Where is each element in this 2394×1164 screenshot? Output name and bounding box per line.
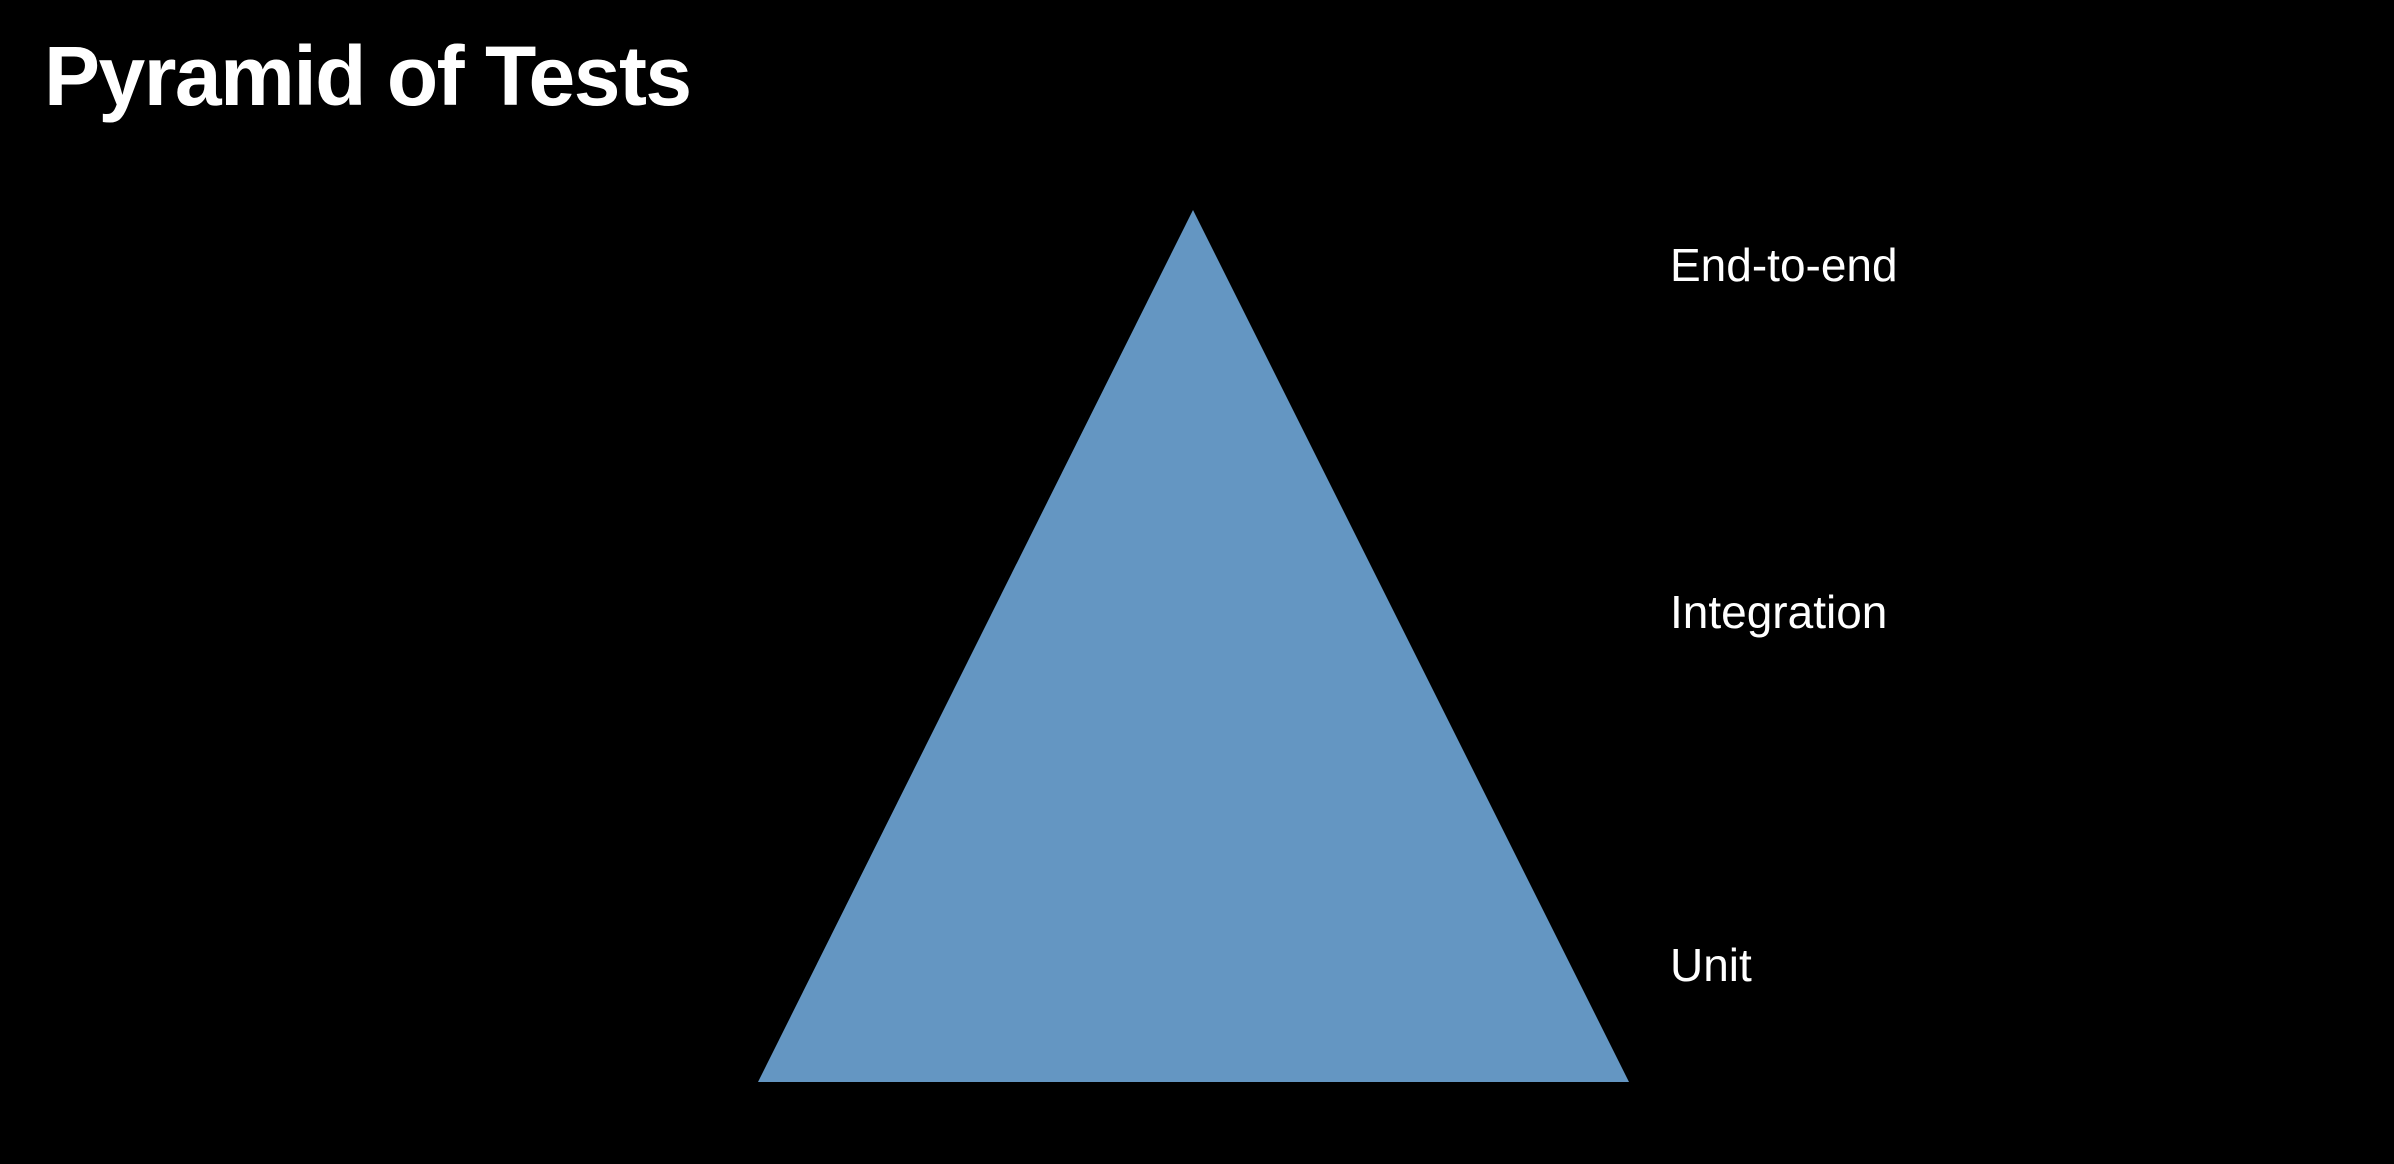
pyramid-triangle	[758, 210, 1629, 1082]
slide-title: Pyramid of Tests	[44, 29, 692, 123]
pyramid-level-label-end-to-end: End-to-end	[1670, 239, 1898, 291]
pyramid-level-label-unit: Unit	[1670, 939, 1752, 991]
pyramid-level-label-integration: Integration	[1670, 586, 1888, 638]
